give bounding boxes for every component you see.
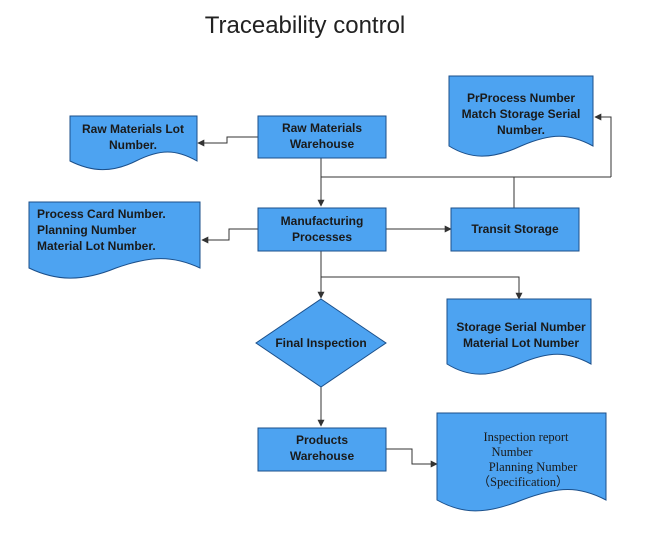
doc-label-line: Storage Serial Number <box>456 320 586 334</box>
node-label-line: Warehouse <box>290 449 355 463</box>
node-products-warehouse: Products Warehouse <box>257 427 387 472</box>
diagram-title: Traceability control <box>205 12 406 39</box>
edge-rmw-to-rawlot <box>197 136 258 147</box>
doc-label-line: Material Lot Number. <box>37 239 156 253</box>
edge-to-prprocess <box>594 113 612 177</box>
doc-label-line: Process Card Number. <box>37 207 166 221</box>
doc-label-line: Number. <box>109 138 157 152</box>
edge-products-to-report <box>386 448 438 468</box>
doc-label-line: Number <box>492 445 534 459</box>
doc-inspection-report: Inspection report Number Planning Number… <box>436 412 607 512</box>
node-final-inspection: Final Inspection <box>255 298 387 388</box>
doc-label-line: Number. <box>497 123 545 137</box>
doc-label-line: Material Lot Number <box>463 336 579 350</box>
doc-label-line: Planning Number <box>37 223 137 237</box>
doc-label-line: Inspection report <box>483 430 569 444</box>
node-label-line: Warehouse <box>290 137 355 151</box>
doc-label-line: （Specification） <box>478 475 569 489</box>
node-label-line: Final Inspection <box>275 336 366 350</box>
doc-prprocess: PrProcess Number Match Storage Serial Nu… <box>448 75 594 157</box>
node-label-line: Raw Materials <box>282 121 362 135</box>
doc-label-line: PrProcess Number <box>467 91 575 105</box>
doc-storage-serial: Storage Serial Number Material Lot Numbe… <box>446 298 592 375</box>
node-label-line: Manufacturing <box>281 214 364 228</box>
node-label-line: Transit Storage <box>471 222 559 236</box>
node-raw-materials-warehouse: Raw Materials Warehouse <box>257 115 387 159</box>
node-transit-storage: Transit Storage <box>450 207 580 252</box>
node-label-line: Products <box>296 433 348 447</box>
doc-raw-materials-lot: Raw Materials Lot Number. <box>69 115 198 171</box>
edge-to-storage-serial <box>321 276 523 300</box>
doc-label-line: Match Storage Serial <box>462 107 581 121</box>
doc-label-line: Raw Materials Lot <box>82 122 184 136</box>
doc-process-card: Process Card Number. Planning Number Mat… <box>28 201 201 279</box>
doc-label-line: Planning Number <box>489 460 578 474</box>
node-label-line: Processes <box>292 230 352 244</box>
connectors <box>197 113 612 468</box>
edge-mfg-to-processcard <box>201 228 258 244</box>
node-manufacturing-processes: Manufacturing Processes <box>257 207 387 252</box>
